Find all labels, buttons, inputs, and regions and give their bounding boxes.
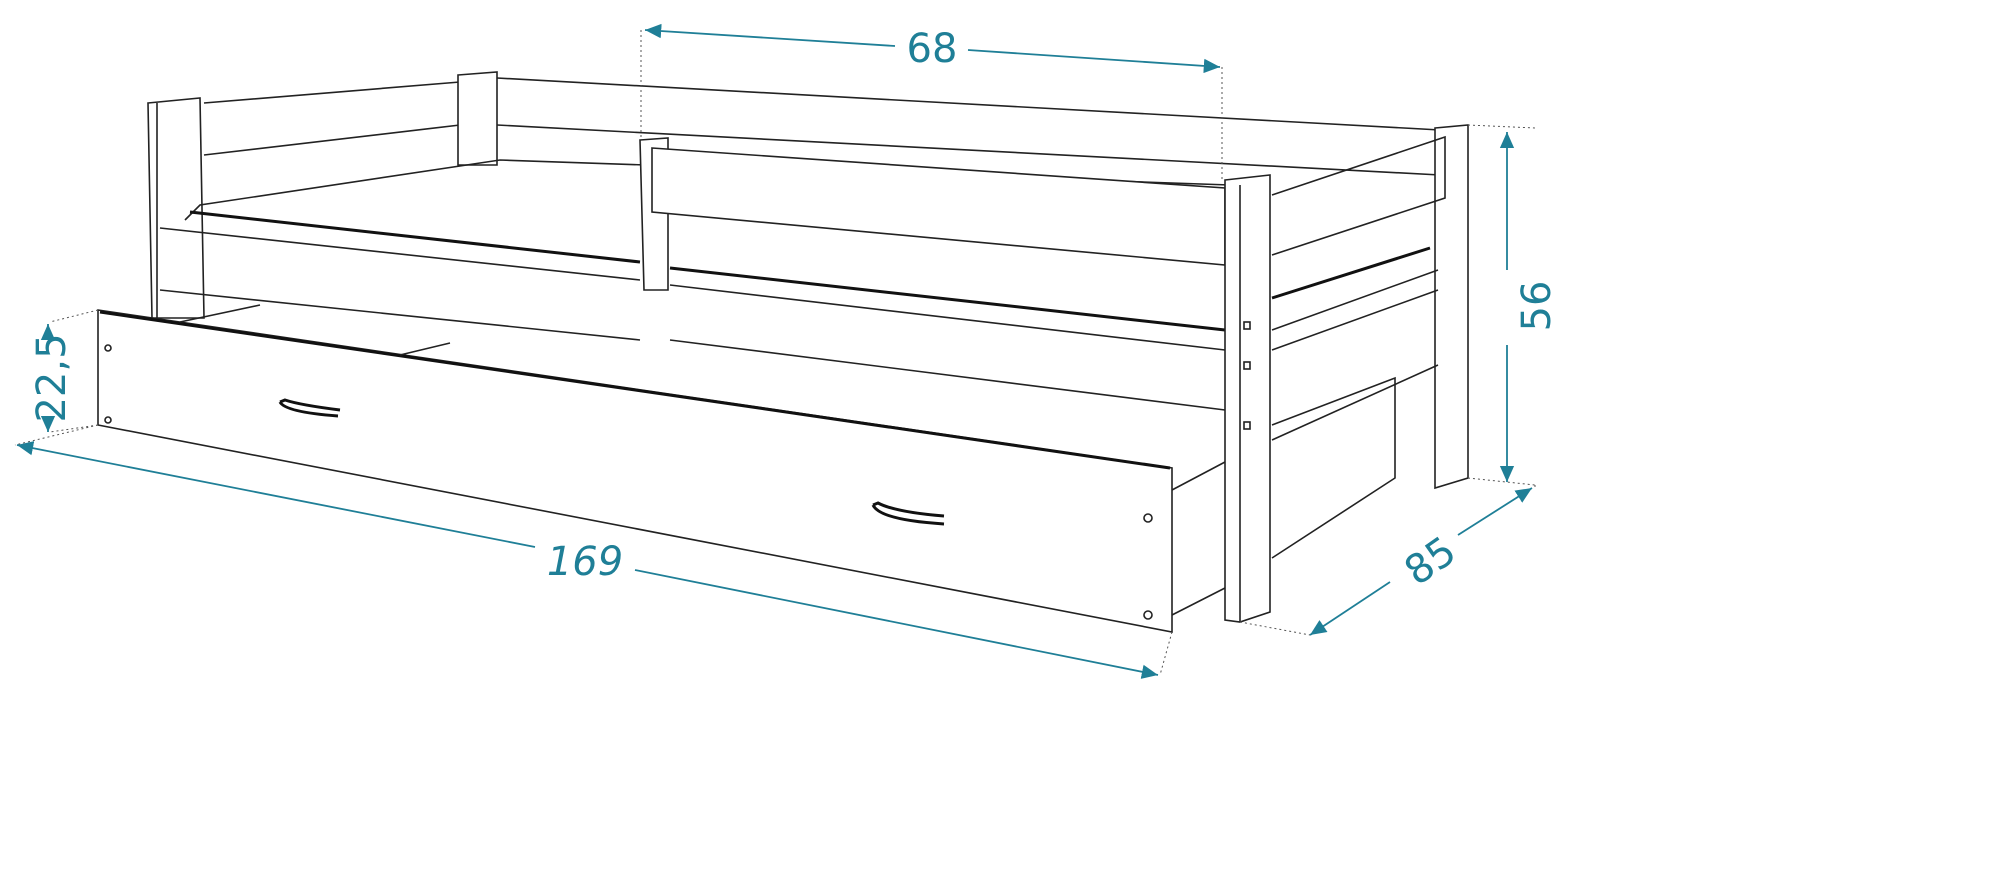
drawer-handle-left — [278, 398, 341, 418]
dimension-22-5: 22,5 — [29, 324, 75, 432]
dimension-label-22-5: 22,5 — [29, 333, 75, 422]
dimension-85: 85 — [1310, 488, 1532, 635]
drawer — [97, 304, 1226, 633]
dimension-label-169: 169 — [547, 539, 623, 585]
dimension-label-56: 56 — [1514, 281, 1560, 332]
dimension-56: 56 — [1490, 132, 1560, 482]
dimension-label-68: 68 — [907, 26, 958, 72]
dimension-169: 169 — [17, 445, 1158, 675]
dimension-label-85: 85 — [1397, 528, 1465, 595]
dimension-68: 68 — [645, 26, 1220, 72]
